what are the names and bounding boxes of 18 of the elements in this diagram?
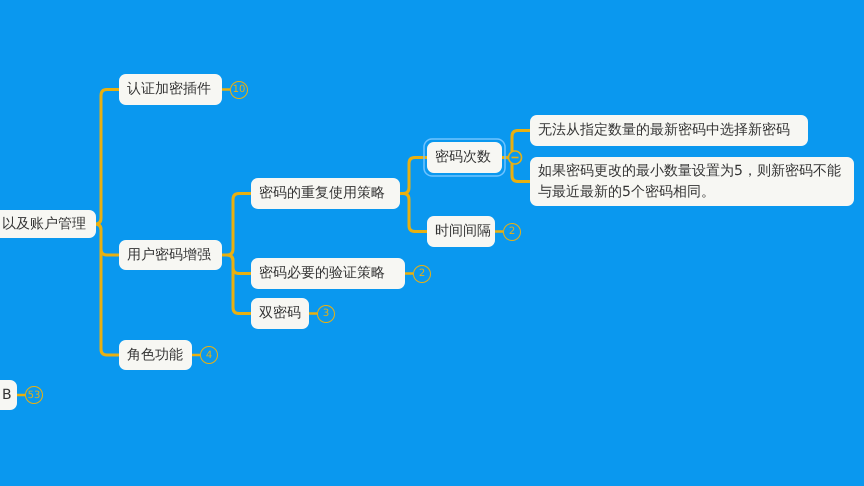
- topic-box: 如果密码更改的最小数量设置为5，则新密码不能与最近最新的5个密码相同。: [530, 157, 854, 206]
- count-badge: 10: [230, 80, 248, 98]
- topic-box: B: [0, 380, 17, 410]
- topic-box: 密码必要的验证策略: [251, 258, 405, 289]
- topic-box: 用户密码增强: [119, 240, 222, 270]
- count-badge: 3: [317, 304, 335, 322]
- topic-box: 双密码: [251, 298, 309, 329]
- count-badge: 4: [200, 346, 218, 364]
- topic-box: 密码次数: [427, 142, 502, 173]
- count-badge: 2: [413, 264, 431, 282]
- count-badge: 2: [503, 222, 521, 240]
- topic-box: 以及账户管理: [0, 210, 96, 238]
- topic-box: 密码的重复使用策略: [251, 178, 400, 209]
- topic-box: 时间间隔: [427, 216, 495, 247]
- topic-box: 角色功能: [119, 340, 192, 370]
- topic-box: 认证加密插件: [119, 74, 222, 105]
- count-badge: 53: [25, 386, 43, 404]
- topic-box: 无法从指定数量的最新密码中选择新密码: [530, 115, 808, 146]
